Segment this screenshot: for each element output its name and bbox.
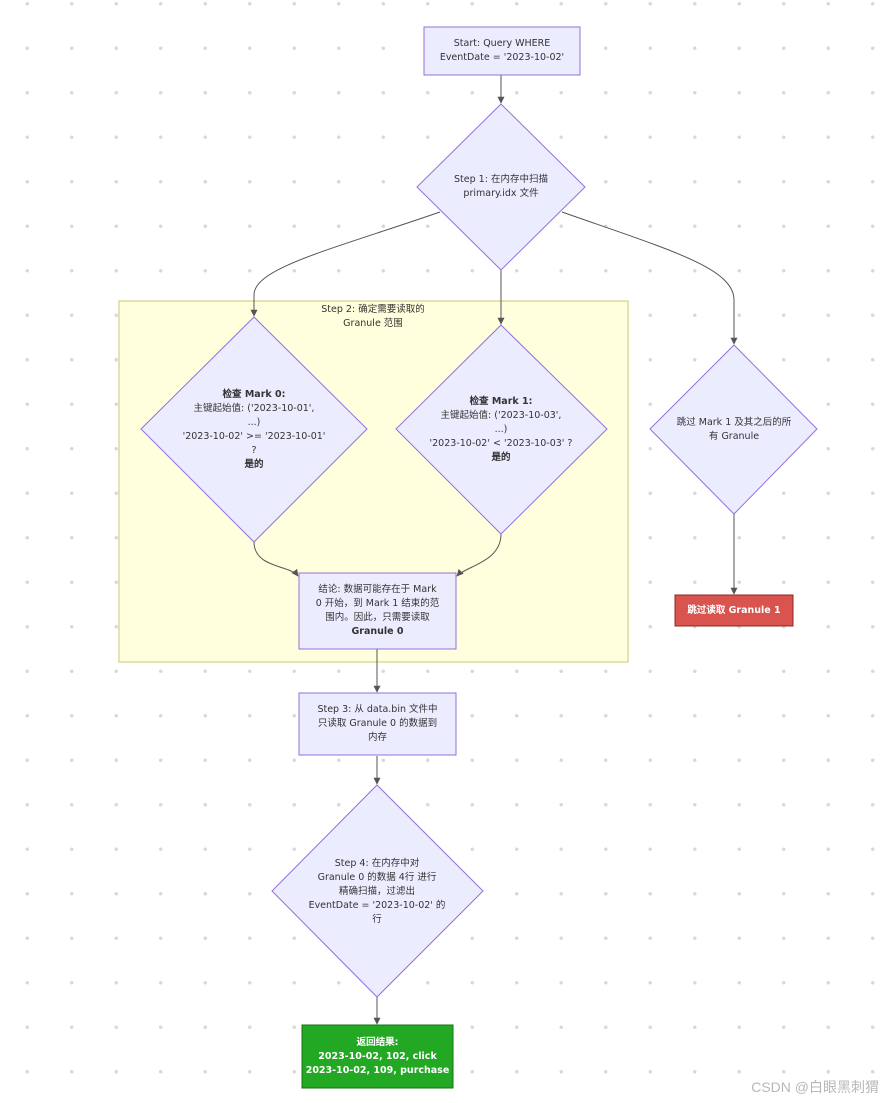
skip-all-label: 跳过 Mark 1 及其之后的所 有 Granule xyxy=(664,415,804,445)
node-start xyxy=(423,26,581,76)
skip-all-line-2: 有 Granule xyxy=(708,431,760,442)
start-line-2: EventDate = '2023-10-02' xyxy=(439,52,565,63)
step3-label: Step 3: 从 data.bin 文件中 只读取 Granule 0 的数据… xyxy=(299,693,456,755)
result-label: 返回结果: 2023-10-02, 102, click 2023-10-02,… xyxy=(302,1025,453,1088)
step1-line-1: Step 1: 在内存中扫描 xyxy=(454,174,548,185)
node-step4 xyxy=(271,784,484,998)
step4-label: Step 4: 在内存中对 Granule 0 的数据 4行 进行 精确扫描，过… xyxy=(302,854,452,930)
cluster-title-line-1: Step 2: 确定需要读取的 xyxy=(321,304,425,315)
conclusion-line-3: 围内。因此，只需要读取 xyxy=(325,612,430,623)
mark1-answer: 是的 xyxy=(491,452,511,463)
mark0-line-2: ...) xyxy=(247,417,261,428)
mark1-line-1: 主键起始值: ('2023-10-03', xyxy=(440,410,562,421)
edge-step1-mark0 xyxy=(250,211,441,317)
edge-mark1-conclusion xyxy=(456,533,502,577)
watermark-text: CSDN @白眼黑刺猬 xyxy=(751,1079,879,1095)
conclusion-line-2: 0 开始，到 Mark 1 结束的范 xyxy=(315,598,440,609)
skip-granule1-line-1: 跳过读取 Granule 1 xyxy=(687,604,781,616)
mark0-answer: 是的 xyxy=(244,459,264,470)
node-mark1 xyxy=(395,324,608,535)
step1-label: Step 1: 在内存中扫描 primary.idx 文件 xyxy=(431,167,571,207)
node-step3 xyxy=(298,692,457,756)
edge-mark0-conclusion xyxy=(253,541,299,577)
result-title: 返回结果: xyxy=(356,1036,399,1048)
skip-all-line-1: 跳过 Mark 1 及其之后的所 xyxy=(676,417,792,428)
result-line-2: 2023-10-02, 109, purchase xyxy=(305,1064,450,1076)
mark1-label: 检查 Mark 1: 主键起始值: ('2023-10-03', ...) '2… xyxy=(421,391,581,469)
conclusion-bold-line: Granule 0 xyxy=(351,626,404,637)
start-line-1: Start: Query WHERE xyxy=(453,38,551,49)
step3-line-1: Step 3: 从 data.bin 文件中 xyxy=(317,704,438,715)
step4-line-2: Granule 0 的数据 4行 进行 xyxy=(317,872,437,883)
node-conclusion xyxy=(298,572,457,650)
step4-line-3: 精确扫描，过滤出 xyxy=(338,886,415,897)
mark1-line-2: ...) xyxy=(494,424,508,435)
step4-line-5: 行 xyxy=(372,914,382,925)
mark0-line-3: '2023-10-02' >= '2023-10-01' xyxy=(182,431,326,442)
node-mark0 xyxy=(140,316,368,543)
mark0-line-1: 主键起始值: ('2023-10-01', xyxy=(193,403,315,414)
conclusion-line-1: 结论: 数据可能存在于 Mark xyxy=(318,584,437,595)
node-skip-all xyxy=(649,344,818,515)
step4-line-4: EventDate = '2023-10-02' 的 xyxy=(308,900,446,911)
mark0-label: 检查 Mark 0: 主键起始值: ('2023-10-01', ...) '2… xyxy=(174,384,334,476)
skip-granule1-label: 跳过读取 Granule 1 xyxy=(675,595,793,626)
edge-step1-skipall xyxy=(561,211,738,345)
node-step1 xyxy=(416,103,586,271)
cluster-step2-title: Step 2: 确定需要读取的 Granule 范围 xyxy=(273,302,473,332)
step4-line-1: Step 4: 在内存中对 xyxy=(334,858,420,869)
node-skip-granule1 xyxy=(674,594,794,627)
mark1-title: 检查 Mark 1: xyxy=(469,396,533,407)
start-label: Start: Query WHERE EventDate = '2023-10-… xyxy=(424,27,580,75)
mark1-line-3: '2023-10-02' < '2023-10-03' ? xyxy=(429,438,573,449)
result-line-1: 2023-10-02, 102, click xyxy=(318,1050,437,1062)
step3-line-3: 内存 xyxy=(367,732,387,743)
conclusion-label: 结论: 数据可能存在于 Mark 0 开始，到 Mark 1 结束的范 围内。因… xyxy=(299,577,456,645)
mark0-title: 检查 Mark 0: xyxy=(222,389,286,400)
step1-line-2: primary.idx 文件 xyxy=(463,188,539,199)
cluster-title-line-2: Granule 范围 xyxy=(343,318,403,329)
mark0-line-4: ? xyxy=(251,445,257,456)
node-result xyxy=(301,1024,454,1089)
step3-line-2: 只读取 Granule 0 的数据到 xyxy=(317,718,438,729)
